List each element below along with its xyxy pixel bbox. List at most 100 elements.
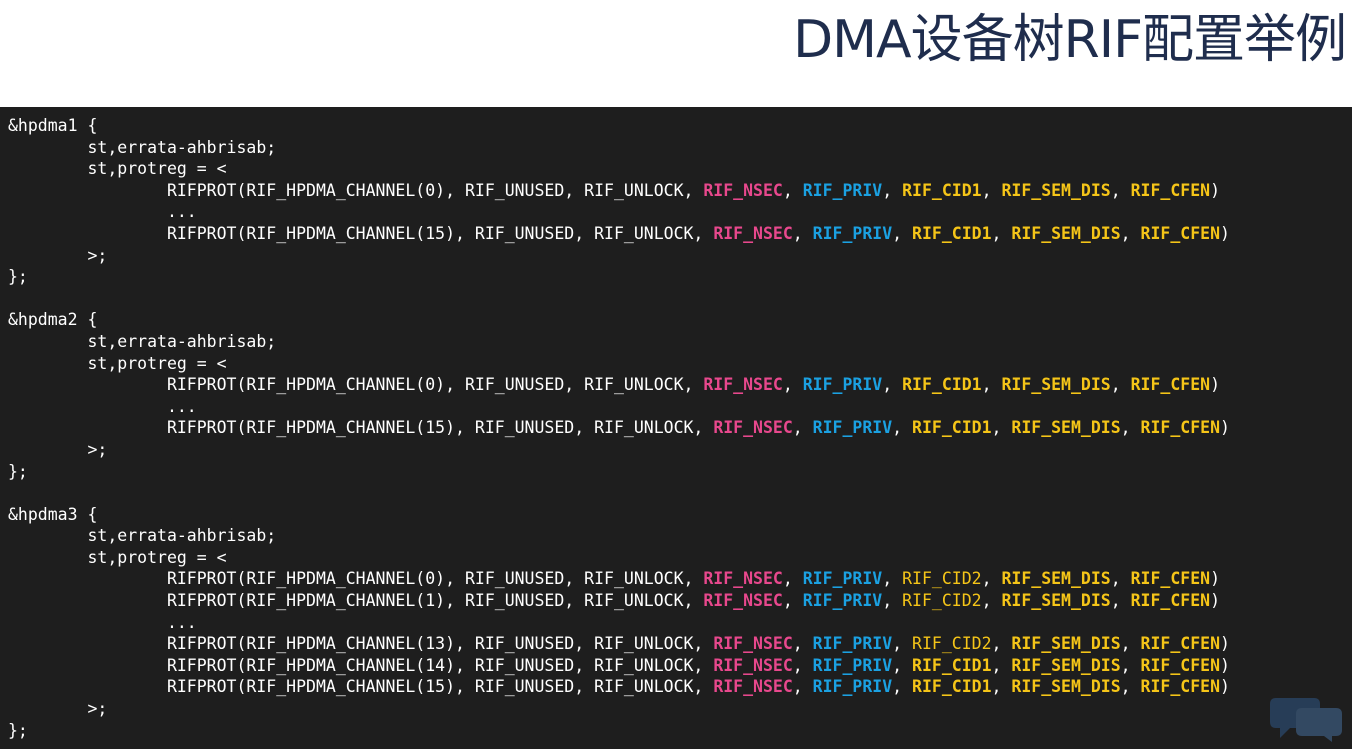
code-text: ) bbox=[1210, 591, 1221, 611]
code-token-gold: RIF_CFEN bbox=[1140, 677, 1221, 697]
code-text: , bbox=[882, 591, 903, 611]
code-text: RIFPROT(RIF_HPDMA_CHANNEL(15), RIF_UNUSE… bbox=[8, 223, 714, 243]
code-line: ... bbox=[8, 612, 1230, 634]
code-text: ) bbox=[1220, 634, 1230, 654]
code-token-priv: RIF_PRIV bbox=[802, 180, 883, 200]
code-line: RIFPROT(RIF_HPDMA_CHANNEL(15), RIF_UNUSE… bbox=[8, 676, 1230, 698]
code-text: >; bbox=[8, 439, 108, 459]
code-token-nsec: RIF_NSEC bbox=[703, 569, 783, 589]
code-line: st,errata-ahbrisab; bbox=[8, 331, 1230, 353]
code-text: RIFPROT(RIF_HPDMA_CHANNEL(15), RIF_UNUSE… bbox=[8, 677, 714, 697]
code-text: , bbox=[792, 655, 813, 675]
code-token-priv: RIF_PRIV bbox=[802, 375, 883, 395]
code-text: , bbox=[1110, 180, 1131, 200]
code-token-gold: RIF_SEM_DIS bbox=[1001, 569, 1111, 589]
code-token-gold: RIF_SEM_DIS bbox=[1001, 591, 1111, 611]
code-token-gold: RIF_SEM_DIS bbox=[1011, 677, 1121, 697]
code-token-gold: RIF_CFEN bbox=[1130, 591, 1211, 611]
code-text: , bbox=[882, 375, 903, 395]
code-text: , bbox=[892, 634, 913, 654]
code-text: ) bbox=[1210, 569, 1221, 589]
code-token-gold: RIF_CID1 bbox=[912, 418, 992, 438]
code-text: , bbox=[1120, 655, 1141, 675]
code-line: }; bbox=[8, 461, 1230, 483]
code-token-gold: RIF_CFEN bbox=[1140, 223, 1221, 243]
code-panel: &hpdma1 { st,errata-ahbrisab; st,protreg… bbox=[0, 107, 1352, 749]
code-line: >; bbox=[8, 698, 1230, 720]
code-token-gold: RIF_CID1 bbox=[902, 375, 982, 395]
code-token-priv: RIF_PRIV bbox=[812, 634, 893, 654]
code-line: ... bbox=[8, 396, 1230, 418]
code-text: , bbox=[991, 223, 1012, 243]
code-line: >; bbox=[8, 439, 1230, 461]
code-token-priv: RIF_PRIV bbox=[812, 655, 893, 675]
code-text: RIFPROT(RIF_HPDMA_CHANNEL(0), RIF_UNUSED… bbox=[8, 180, 704, 200]
code-token-priv: RIF_PRIV bbox=[812, 418, 893, 438]
code-text: st,protreg = < bbox=[8, 353, 227, 373]
code-text: , bbox=[981, 591, 1002, 611]
code-line: RIFPROT(RIF_HPDMA_CHANNEL(0), RIF_UNUSED… bbox=[8, 180, 1230, 202]
code-text: , bbox=[782, 591, 803, 611]
code-text: }; bbox=[8, 461, 28, 481]
code-line: ... bbox=[8, 201, 1230, 223]
code-line: RIFPROT(RIF_HPDMA_CHANNEL(15), RIF_UNUSE… bbox=[8, 223, 1230, 245]
code-token-gold: RIF_CFEN bbox=[1130, 180, 1211, 200]
code-text: , bbox=[782, 180, 803, 200]
code-token-gold: RIF_CFEN bbox=[1130, 569, 1211, 589]
code-text: , bbox=[792, 223, 813, 243]
code-text: , bbox=[792, 634, 813, 654]
code-text: RIFPROT(RIF_HPDMA_CHANNEL(1), RIF_UNUSED… bbox=[8, 591, 704, 611]
footer-strip bbox=[0, 749, 1352, 756]
code-text: , bbox=[792, 677, 813, 697]
code-text: >; bbox=[8, 245, 108, 265]
code-text: , bbox=[991, 418, 1012, 438]
code-text: ... bbox=[8, 202, 197, 222]
code-token-gold: RIF_CFEN bbox=[1140, 418, 1221, 438]
code-text: RIFPROT(RIF_HPDMA_CHANNEL(0), RIF_UNUSED… bbox=[8, 569, 704, 589]
code-text: ... bbox=[8, 396, 197, 416]
code-token-gold-normal: RIF_CID2 bbox=[912, 634, 992, 654]
code-token-gold: RIF_SEM_DIS bbox=[1001, 180, 1111, 200]
code-text: , bbox=[991, 655, 1012, 675]
code-line: RIFPROT(RIF_HPDMA_CHANNEL(0), RIF_UNUSED… bbox=[8, 374, 1230, 396]
code-token-gold: RIF_CID1 bbox=[912, 677, 992, 697]
code-text: ) bbox=[1220, 655, 1230, 675]
code-line: &hpdma2 { bbox=[8, 309, 1230, 331]
code-text: ) bbox=[1220, 418, 1230, 438]
code-token-nsec: RIF_NSEC bbox=[713, 418, 793, 438]
code-text: RIFPROT(RIF_HPDMA_CHANNEL(13), RIF_UNUSE… bbox=[8, 634, 714, 654]
code-text: , bbox=[892, 677, 913, 697]
code-text: st,errata-ahbrisab; bbox=[8, 137, 277, 157]
code-text: , bbox=[1110, 569, 1131, 589]
code-line: st,protreg = < bbox=[8, 547, 1230, 569]
code-text: , bbox=[892, 223, 913, 243]
code-token-priv: RIF_PRIV bbox=[812, 223, 893, 243]
code-token-gold: RIF_CFEN bbox=[1130, 375, 1211, 395]
device-tree-code: &hpdma1 { st,errata-ahbrisab; st,protreg… bbox=[8, 115, 1230, 741]
code-line: &hpdma1 { bbox=[8, 115, 1230, 137]
code-text: , bbox=[981, 569, 1002, 589]
code-token-gold: RIF_CFEN bbox=[1140, 634, 1221, 654]
code-line: st,errata-ahbrisab; bbox=[8, 525, 1230, 547]
code-text: ) bbox=[1210, 180, 1221, 200]
code-text: RIFPROT(RIF_HPDMA_CHANNEL(14), RIF_UNUSE… bbox=[8, 655, 714, 675]
code-token-nsec: RIF_NSEC bbox=[713, 634, 793, 654]
code-text: , bbox=[981, 375, 1002, 395]
code-line: RIFPROT(RIF_HPDMA_CHANNEL(13), RIF_UNUSE… bbox=[8, 633, 1230, 655]
code-line: st,protreg = < bbox=[8, 353, 1230, 375]
code-line: RIFPROT(RIF_HPDMA_CHANNEL(0), RIF_UNUSED… bbox=[8, 568, 1230, 590]
code-text: , bbox=[892, 418, 913, 438]
code-token-nsec: RIF_NSEC bbox=[713, 223, 793, 243]
code-text: , bbox=[981, 180, 1002, 200]
code-text: ) bbox=[1210, 375, 1221, 395]
code-text: &hpdma2 { bbox=[8, 310, 98, 330]
code-token-priv: RIF_PRIV bbox=[812, 677, 893, 697]
code-line: RIFPROT(RIF_HPDMA_CHANNEL(15), RIF_UNUSE… bbox=[8, 417, 1230, 439]
code-token-priv: RIF_PRIV bbox=[802, 591, 883, 611]
code-token-gold: RIF_SEM_DIS bbox=[1001, 375, 1111, 395]
code-text: , bbox=[1120, 418, 1141, 438]
code-text: , bbox=[1120, 677, 1141, 697]
code-text: , bbox=[882, 569, 903, 589]
code-token-gold: RIF_SEM_DIS bbox=[1011, 418, 1121, 438]
code-line bbox=[8, 482, 1230, 504]
